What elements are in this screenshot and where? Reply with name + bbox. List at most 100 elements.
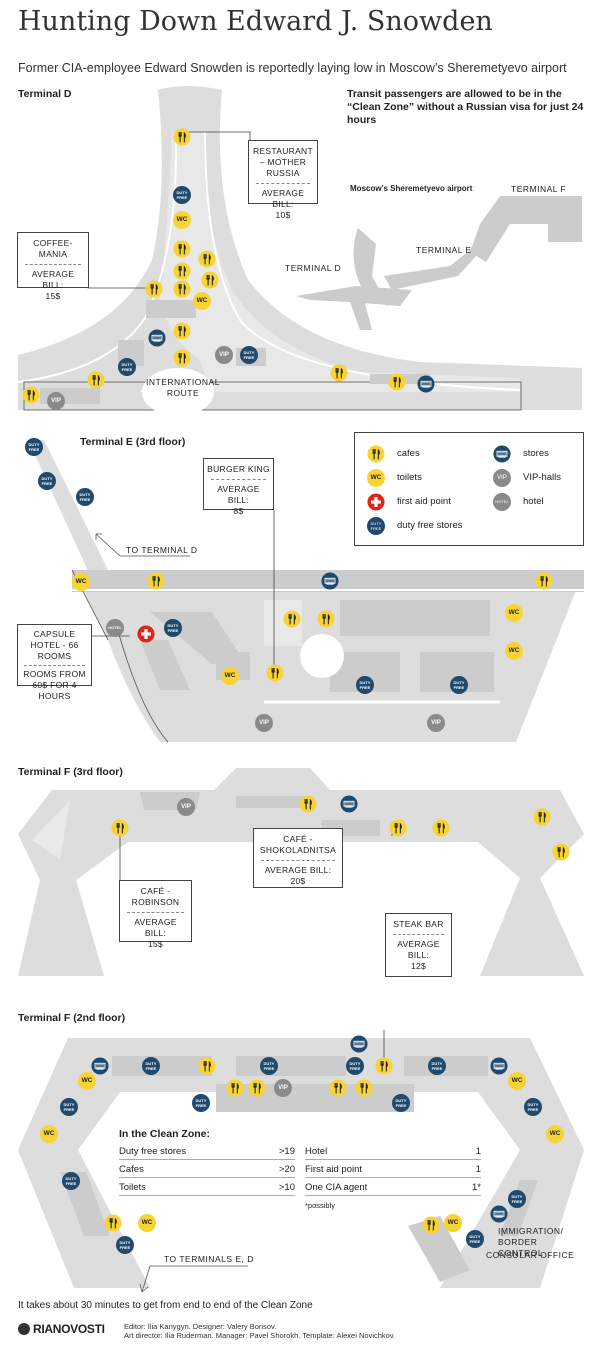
store-icon: [148, 329, 166, 347]
duty-free-icon-text: FREE: [527, 1107, 539, 1112]
steak-bar-bill: 12$: [410, 961, 427, 971]
overview-title: Moscow’s Sheremetyevo airport: [350, 184, 473, 193]
wc-icon: WC: [508, 1072, 526, 1090]
duty-free-icon-text: DUTY: [119, 1240, 131, 1245]
legend-hotel-label: hotel: [523, 496, 544, 507]
stat-row: Toilets>10: [119, 1180, 295, 1196]
legend-first-aid-icon: [367, 493, 385, 511]
vip-icon-text: VIP: [51, 398, 61, 404]
terminal-d-title: Terminal D: [18, 88, 72, 100]
duty-free-icon-text: FREE: [195, 1103, 207, 1108]
duty-free-icon-text: FREE: [41, 481, 53, 486]
hotel-icon: HOTEL: [106, 619, 124, 637]
cafe-robinson-name: CAFÉ - ROBINSON: [131, 886, 180, 907]
duty-free-icon-text: FREE: [359, 685, 371, 690]
vip-icon-text: VIP: [259, 720, 269, 726]
restaurant-mother-russia-bill: 10$: [275, 210, 291, 220]
coffee-mania-bill: 15$: [45, 291, 61, 301]
legend-duty-free-label: duty free stores: [397, 520, 463, 531]
duty-free-icon-text: DUTY: [511, 1194, 523, 1199]
duty-free-icon-text: FREE: [469, 1239, 481, 1244]
capsule-hotel-name: CAPSULE HOTEL - 66 ROOMS: [30, 629, 79, 661]
cafe-icon: [226, 1079, 244, 1097]
duty-free-icon-text: FREE: [145, 1066, 157, 1071]
duty-free-icon-text: FREE: [395, 1103, 407, 1108]
stat-value: >10: [278, 1182, 295, 1193]
legend-cafe-icon: [367, 445, 385, 463]
wc-icon-text: WC: [141, 1219, 153, 1226]
duty-free-icon-text: DUTY: [243, 350, 255, 355]
duty-free-icon-text: DUTY: [41, 476, 53, 481]
ria-novosti-logo: RIANOVOSTI: [18, 1322, 105, 1336]
cafe-icon: [173, 240, 191, 258]
cafe-icon: [173, 262, 191, 280]
duty-free-icon-text: DUTY: [431, 1061, 443, 1066]
duty-free-icon-text: FREE: [453, 685, 465, 690]
wc-icon: WC: [505, 604, 523, 622]
cafe-icon: [317, 610, 335, 628]
credits-line-1: Editor: Ilia Kanygyn. Designer: Valery B…: [124, 1322, 277, 1331]
legend-hotel-icon: HOTEL: [493, 493, 511, 511]
restaurant-mother-russia-bill-label: AVERAGE BILL:: [261, 188, 305, 209]
capsule-hotel-rooms: ROOMS FROM 60$ FOR 4 HOURS: [23, 669, 86, 701]
cafe-icon: [283, 610, 301, 628]
wc-icon-text: WC: [75, 578, 87, 585]
coffee-mania-callout: COFFEE-MANIA AVERAGE BILL: 15$: [17, 232, 89, 301]
wc-icon: WC: [444, 1214, 462, 1232]
overview-label-terminal-f: TERMINAL F: [511, 184, 567, 194]
cafe-icon: [389, 819, 407, 837]
legend-store-icon: [493, 445, 511, 463]
duty-free-icon-text: DUTY: [370, 521, 382, 526]
cafe-icon: [422, 1216, 440, 1234]
overview-label-terminal-d: TERMINAL D: [285, 263, 342, 273]
duty-free-icon-text: FREE: [121, 367, 133, 372]
airport-overview: [296, 196, 582, 330]
vip-icon: VIP: [177, 798, 195, 816]
stat-value: 1*: [472, 1182, 481, 1193]
cafe-icon: [173, 128, 191, 146]
cafe-icon: [329, 1079, 347, 1097]
footer-note: It takes about 30 minutes to get from en…: [18, 1300, 313, 1311]
wc-icon-text: WC: [196, 297, 208, 304]
cafe-icon: [432, 819, 450, 837]
duty-free-icon-text: FREE: [65, 1181, 77, 1186]
cafe-icon: [111, 819, 129, 837]
store-icon: [417, 375, 435, 393]
cafe-icon: [173, 349, 191, 367]
cafe-icon: [552, 843, 570, 861]
stat-label: Cafes: [119, 1164, 144, 1175]
cafe-icon: [87, 371, 105, 389]
legend-first-aid-label: first aid point: [397, 496, 451, 507]
page-title: Hunting Down Edward J. Snowden: [18, 6, 493, 37]
stat-value: >19: [278, 1146, 295, 1157]
to-terminals-label: TO TERMINALS E, D: [164, 1254, 254, 1264]
wc-icon: WC: [72, 573, 90, 591]
cafe-shokoladnitsa-bill-label: AVERAGE BILL:: [264, 865, 332, 875]
vip-icon-text: VIP: [219, 352, 229, 358]
duty-free-icon-text: FREE: [263, 1066, 275, 1071]
cafe-icon: [201, 271, 219, 289]
duty-free-icon-text: DUTY: [145, 1061, 157, 1066]
legend-vip-icon: VIP: [493, 469, 511, 487]
burger-king-bill: 8$: [233, 506, 244, 516]
credits-line-2: Art director: Ilia Ruderman. Manager: Pa…: [124, 1331, 396, 1340]
cafe-icon: [173, 322, 191, 340]
store-icon: [490, 1205, 508, 1223]
duty-free-icon-text: FREE: [349, 1066, 361, 1071]
wc-icon: WC: [193, 292, 211, 310]
coffee-mania-bill-label: AVERAGE BILL:: [31, 269, 75, 290]
overview-label-terminal-e: TERMINAL E: [416, 245, 472, 255]
